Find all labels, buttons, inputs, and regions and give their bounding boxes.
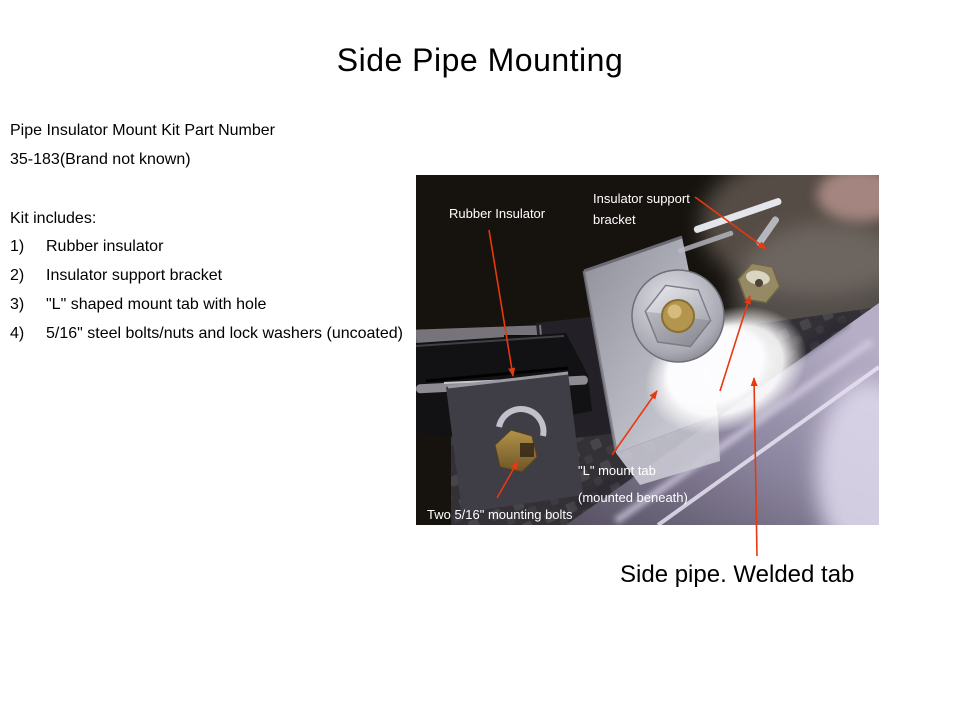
page-title: Side Pipe Mounting <box>336 42 624 78</box>
part-number-line1: Pipe Insulator Mount Kit Part Number <box>10 122 276 139</box>
photo-label-line: Insulator support <box>593 191 690 206</box>
mounting-photo: Rubber Insulator Insulator support brack… <box>416 175 879 525</box>
kit-item-number: 2) <box>10 267 25 284</box>
photo-scene <box>416 175 879 525</box>
photo-label-l-mount-tab: "L" mount tab (mounted beneath) <box>578 457 688 511</box>
kit-item-text: Insulator support bracket <box>46 267 223 284</box>
photo-label-support-bracket: Insulator support bracket <box>593 188 690 230</box>
photo-label-line: "L" mount tab <box>578 463 656 478</box>
kit-item-text: Rubber insulator <box>46 238 164 255</box>
kit-item-number: 4) <box>10 325 25 342</box>
side-pipe-caption: Side pipe. Welded tab <box>620 561 855 588</box>
photo-label-mounting-bolts: Two 5/16" mounting bolts <box>427 507 573 522</box>
kit-item: 4) 5/16" steel bolts/nuts and lock washer… <box>10 325 403 343</box>
kit-item-text: 5/16" steel bolts/nuts and lock washers … <box>46 325 403 342</box>
photo-label-line: bracket <box>593 212 636 227</box>
kit-item-number: 3) <box>10 296 25 313</box>
kit-item: 2) Insulator support bracket <box>10 267 222 285</box>
kit-item-number: 1) <box>10 238 25 255</box>
photo-label-rubber-insulator: Rubber Insulator <box>449 206 546 221</box>
kit-item: 1) Rubber insulator <box>10 238 163 256</box>
photo-label-line: (mounted beneath) <box>578 490 688 505</box>
part-number-line2: 35-183(Brand not known) <box>10 151 191 168</box>
kit-includes-heading: Kit includes: <box>10 210 97 227</box>
kit-item: 3) "L" shaped mount tab with hole <box>10 296 266 314</box>
kit-item-text: "L" shaped mount tab with hole <box>46 296 267 313</box>
